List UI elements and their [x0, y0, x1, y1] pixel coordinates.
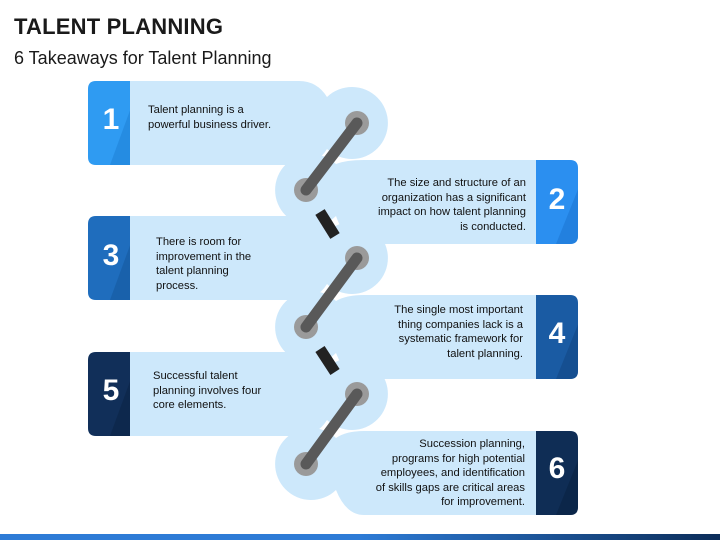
step-1-text: Talent planning is a powerful business d…	[148, 104, 272, 131]
back-link-1	[315, 209, 340, 239]
step-6-panel	[275, 427, 578, 515]
step-3-tab-shade	[110, 245, 130, 300]
step-3-text: There is room for improvement in the tal…	[156, 236, 252, 292]
step-2-number: 2	[548, 183, 566, 216]
step-2-text: The size and structure of an organizatio…	[377, 177, 526, 233]
step-6-tab-shade	[556, 460, 578, 515]
step-4-number: 4	[548, 317, 566, 350]
step-6-number: 6	[548, 452, 566, 485]
front-link-1	[300, 117, 363, 196]
step-5-text: Successful talent planning involves four…	[153, 370, 262, 411]
step-5-tab-shade	[110, 381, 130, 436]
front-link-3	[300, 388, 363, 470]
step-2-tab-shade	[556, 189, 578, 244]
page-subtitle: 6 Takeaways for Talent Planning	[14, 48, 272, 68]
page-title: TALENT PLANNING	[14, 14, 224, 39]
step-2-panel	[275, 154, 578, 244]
step-4-panel	[275, 291, 578, 379]
front-link-2	[300, 252, 363, 333]
step-3-panel	[88, 216, 388, 300]
step-1-tab-shade	[110, 110, 130, 165]
step-4-tab-shade	[556, 324, 578, 379]
step-3-number: 3	[102, 239, 120, 272]
step-1-panel	[88, 81, 388, 165]
step-1-number: 1	[102, 103, 120, 136]
footer-bar	[0, 534, 720, 540]
step-5-panel	[88, 352, 388, 436]
step-4-text: The single most important thing companie…	[394, 304, 523, 360]
step-6-text: Succession planning, programs for high p…	[375, 438, 525, 508]
step-5-number: 5	[102, 374, 120, 407]
back-link-2	[315, 345, 340, 376]
